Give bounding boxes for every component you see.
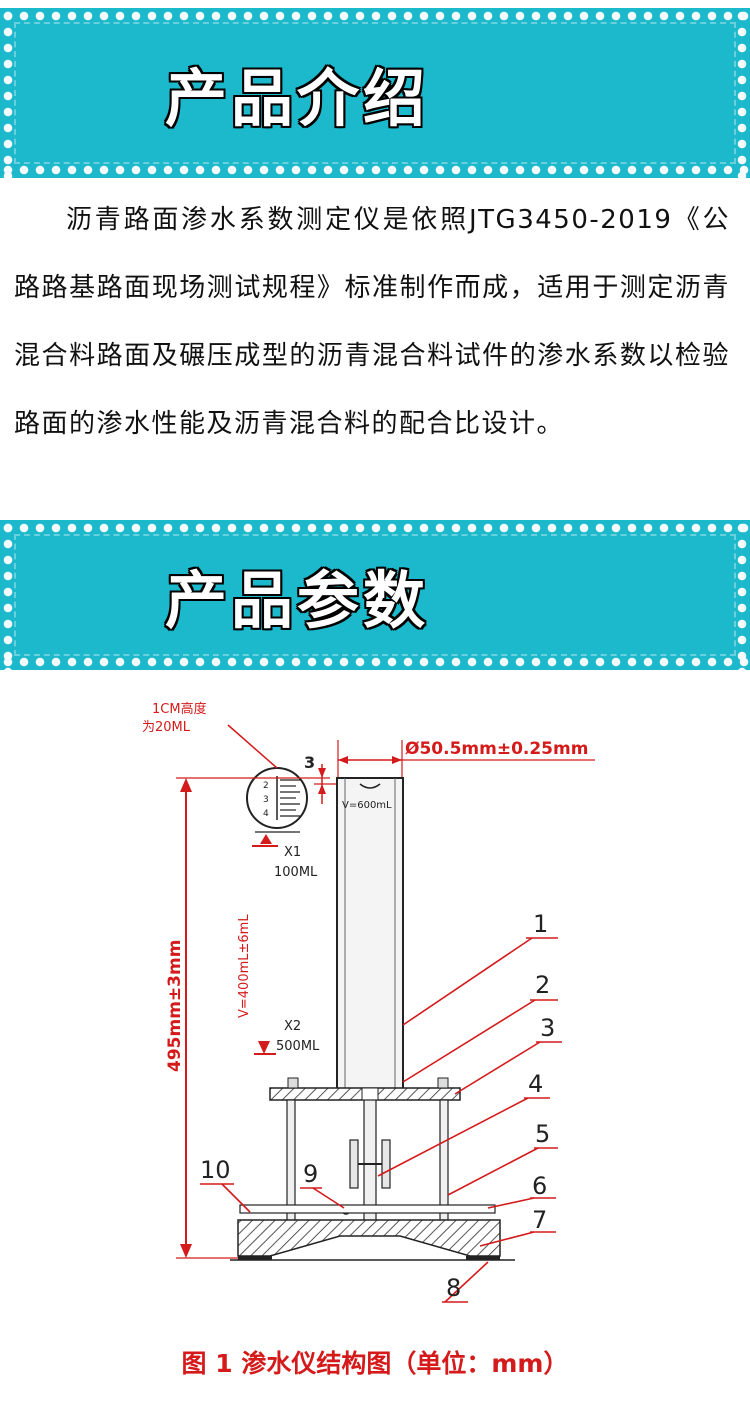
part-number-7: 7: [532, 1206, 547, 1234]
part-number-3: 3: [540, 1014, 555, 1042]
svg-text:3: 3: [263, 795, 269, 805]
permeameter-structure-diagram: 2 3 4 1CM高度 为20ML 495mm±3mm 3 Ø50.5mm±0.…: [142, 701, 595, 1303]
label-gap: 3: [304, 753, 315, 772]
label-x1-ml: 100ML: [274, 865, 318, 880]
label-height: 495mm±3mm: [165, 940, 185, 1072]
label-diameter: Ø50.5mm±0.25mm: [405, 739, 588, 759]
top-plate: [269, 1077, 461, 1101]
part-number-2: 2: [535, 971, 550, 999]
part-number-6: 6: [532, 1172, 547, 1200]
label-x1: X1: [284, 845, 301, 860]
part-number-1: 1: [533, 910, 548, 938]
diagram-caption: 图 1 渗水仪结构图（单位：mm）: [181, 1349, 569, 1378]
part-number-10: 10: [200, 1156, 231, 1184]
svg-text:2: 2: [263, 781, 269, 791]
section-title-intro: 产品介绍: [165, 62, 430, 135]
scale-magnifier: 2 3 4: [246, 767, 308, 829]
label-volume-mid: V=400mL±6mL: [237, 914, 252, 1018]
label-20ml: 为20ML: [142, 720, 191, 735]
part-number-5: 5: [535, 1120, 550, 1148]
section-banner-intro: 产品介绍: [0, 8, 750, 178]
label-volume-top: V=600mL: [342, 800, 392, 811]
part-number-9: 9: [303, 1160, 318, 1188]
section-title-params: 产品参数: [165, 564, 430, 637]
label-x2: X2: [284, 1019, 301, 1034]
part-number-8: 8: [446, 1274, 461, 1302]
intro-paragraph: 沥青路面渗水系数测定仪是依照JTG3450-2019《公路路基路面现场测试规程》…: [14, 205, 730, 439]
label-x2-ml: 500ML: [276, 1039, 320, 1054]
section-banner-params: 产品参数: [0, 520, 750, 670]
base-sealing-ring: [237, 1219, 501, 1257]
svg-text:4: 4: [263, 809, 269, 819]
part-number-4: 4: [528, 1070, 543, 1098]
label-1cm-height: 1CM高度: [152, 701, 207, 717]
graduated-cylinder: [336, 777, 404, 1091]
